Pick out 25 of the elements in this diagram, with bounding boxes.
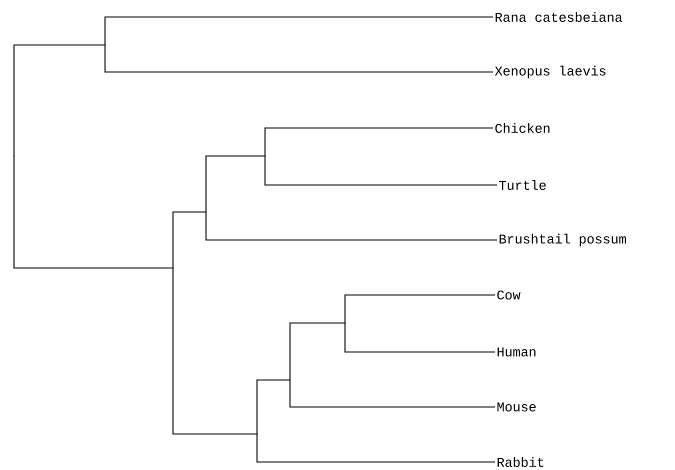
tree-branch — [172, 211, 206, 268]
tree-branch — [256, 379, 290, 434]
tree-branch — [172, 268, 257, 435]
tree-branch — [13, 44, 105, 156]
tree-branch — [13, 156, 173, 269]
tree-branch — [104, 45, 493, 73]
leaf-label: Chicken — [495, 123, 550, 133]
leaf-label: Turtle — [499, 180, 546, 190]
tree-branch — [256, 434, 495, 463]
tree-branch — [205, 155, 265, 212]
leaf-label: Xenopus laevis — [494, 66, 606, 78]
tree-branch — [264, 156, 497, 186]
tree-branch — [205, 212, 497, 241]
tree-branch — [344, 323, 495, 353]
tree-branch — [264, 127, 493, 156]
leaf-label: Human — [498, 348, 536, 356]
tree-branch — [289, 380, 495, 408]
tree-branch — [344, 294, 495, 323]
leaf-label: Rabbit — [498, 457, 544, 467]
leaf-label: Rana catesbeiana — [496, 12, 622, 22]
tree-branch — [289, 322, 345, 380]
leaf-label: Cow — [497, 290, 520, 300]
leaf-label: Brushtail possum — [500, 234, 626, 246]
leaf-label: Mouse — [497, 402, 536, 412]
tree-branch — [104, 16, 493, 45]
